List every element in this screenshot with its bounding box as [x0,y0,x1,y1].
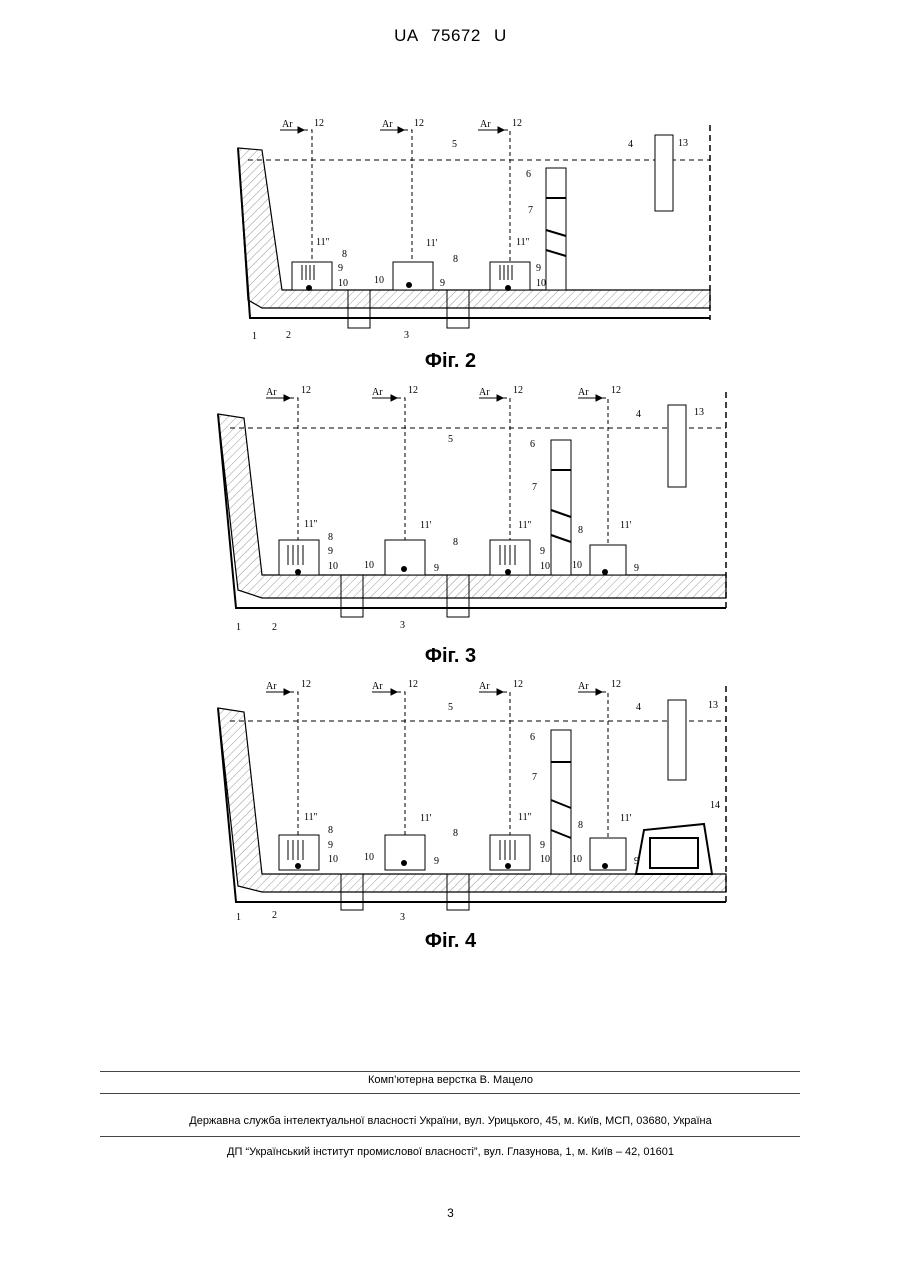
footer-divider [100,1093,800,1094]
svg-text:3: 3 [400,912,405,923]
svg-text:9: 9 [434,856,439,867]
svg-text:13: 13 [708,700,718,711]
svg-text:1: 1 [236,912,241,923]
svg-text:10: 10 [572,854,582,865]
svg-text:11'': 11'' [304,812,317,823]
svg-text:11'': 11'' [518,812,531,823]
svg-text:12: 12 [301,679,311,690]
svg-text:Ar: Ar [578,681,589,692]
svg-text:12: 12 [611,679,621,690]
svg-text:10: 10 [540,854,550,865]
svg-text:11': 11' [620,813,632,824]
svg-text:12: 12 [408,679,418,690]
svg-text:8: 8 [578,820,583,831]
svg-text:9: 9 [540,840,545,851]
svg-text:10: 10 [364,852,374,863]
agency-address: Державна служба інтелектуальної власност… [0,1115,901,1127]
footer-divider [100,1071,800,1072]
svg-text:Ar: Ar [372,681,383,692]
svg-text:10: 10 [328,854,338,865]
svg-text:5: 5 [448,702,453,713]
svg-text:11': 11' [420,813,432,824]
svg-text:6: 6 [530,732,535,743]
svg-text:8: 8 [328,825,333,836]
svg-text:7: 7 [532,772,537,783]
svg-text:9: 9 [328,840,333,851]
figure-4-drawing: Ar12 Ar12 Ar12 Ar12 54 1314 67 11''8 910… [0,0,901,960]
institute-address: ДП “Український інститут промислової вла… [0,1146,901,1158]
svg-text:9: 9 [634,856,639,867]
svg-text:Ar: Ar [266,681,277,692]
svg-text:8: 8 [453,828,458,839]
footer-divider [100,1136,800,1137]
layout-credit: Комп’ютерна верстка В. Мацело [0,1074,901,1086]
svg-text:Ar: Ar [479,681,490,692]
svg-text:2: 2 [272,910,277,921]
page-number: 3 [0,1206,901,1220]
svg-text:14: 14 [710,800,720,811]
svg-text:4: 4 [636,702,641,713]
svg-text:12: 12 [513,679,523,690]
figure-4-caption: Фіг. 4 [0,930,901,953]
